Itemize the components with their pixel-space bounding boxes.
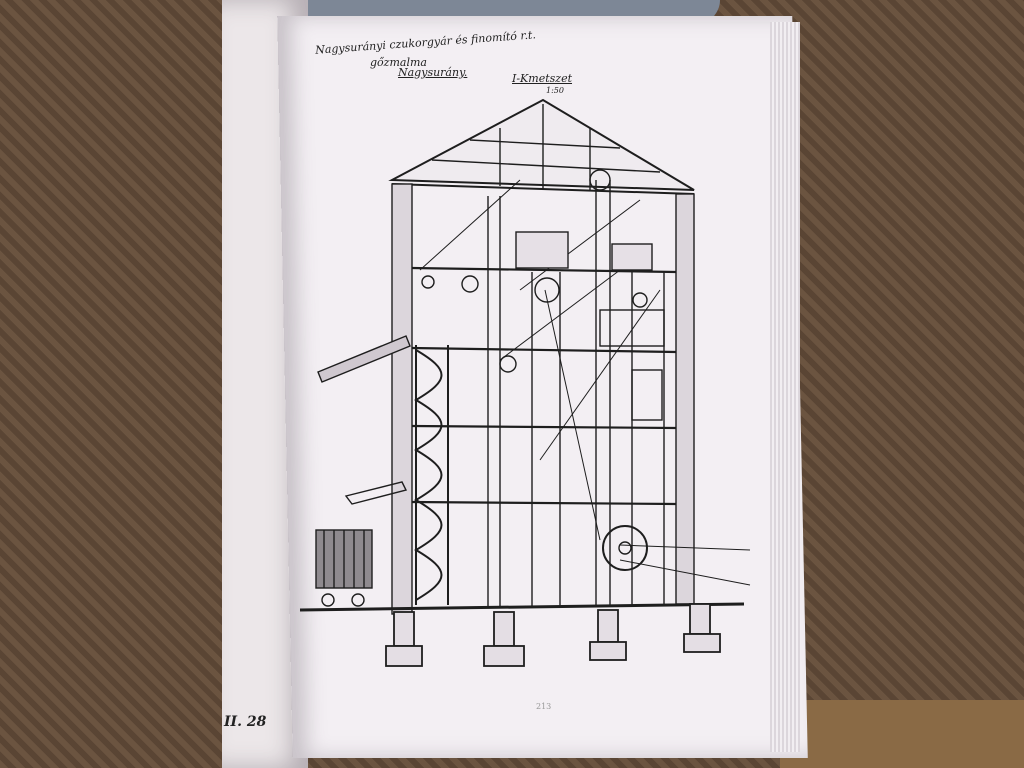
left-page-number: II. 28 [224,714,267,730]
bins [515,231,665,421]
page-edges [770,22,800,752]
section-label: I-Kmetszet [512,72,573,85]
vertical-shafts [487,180,665,606]
drawing-title-line2: gőzmalma [370,56,427,69]
scale-label: 1:50 [546,86,564,95]
belt-drives [419,179,751,586]
pulleys [421,169,648,571]
foundations [385,603,721,667]
fabric-bottom-right [780,700,1024,768]
page-footer-number: 213 [536,702,552,711]
spiral-chute [414,345,449,605]
rail-wagon [315,529,373,607]
external-chute [317,335,411,505]
roof [388,98,695,195]
outer-walls [391,183,695,615]
drawing-title-line3: Nagysurány. [398,66,468,79]
